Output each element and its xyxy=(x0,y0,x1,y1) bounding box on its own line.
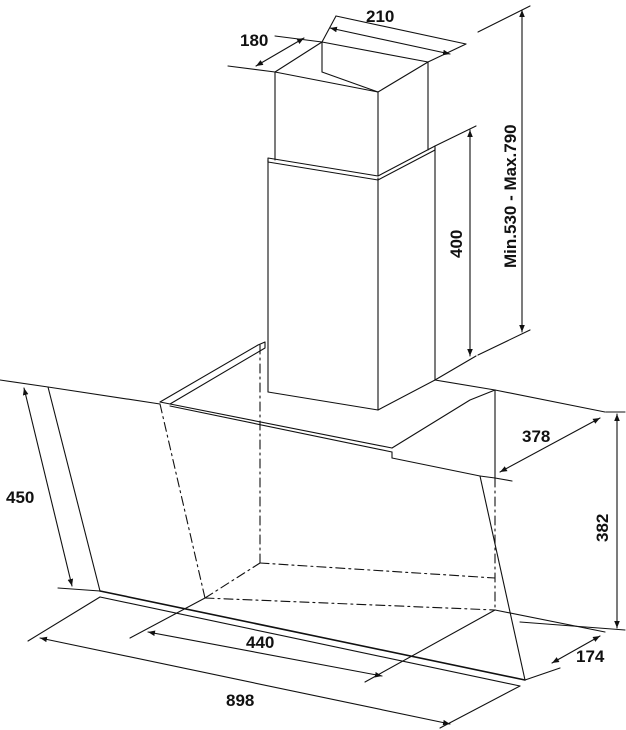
dim-chimney-lower-height: 400 xyxy=(434,125,477,381)
chimney-lower xyxy=(267,145,436,411)
dim-canopy-depth: 378 xyxy=(494,389,606,482)
dim-total-width: 898 xyxy=(27,596,521,729)
dim-chimney-depth: 180 xyxy=(227,31,323,73)
label-898: 898 xyxy=(226,691,254,710)
dim-chimney-height-range: Min.530 - Max.790 xyxy=(477,5,531,356)
canopy-top-panel xyxy=(159,341,496,459)
label-450: 450 xyxy=(6,488,34,507)
label-440: 440 xyxy=(246,633,274,652)
chimney-upper xyxy=(274,41,429,177)
label-180: 180 xyxy=(240,31,268,50)
dim-glass-height: 450 xyxy=(0,379,101,592)
label-174: 174 xyxy=(576,647,605,666)
dim-base-depth: 174 xyxy=(494,609,606,681)
label-210: 210 xyxy=(366,7,394,26)
label-378: 378 xyxy=(522,427,550,446)
hidden-body-outline xyxy=(159,344,496,611)
label-382: 382 xyxy=(593,514,612,542)
label-height-range: Min.530 - Max.790 xyxy=(501,124,520,268)
dim-chimney-width: 210 xyxy=(321,7,467,63)
label-400: 400 xyxy=(447,230,466,258)
glass-front-panel xyxy=(47,386,526,687)
